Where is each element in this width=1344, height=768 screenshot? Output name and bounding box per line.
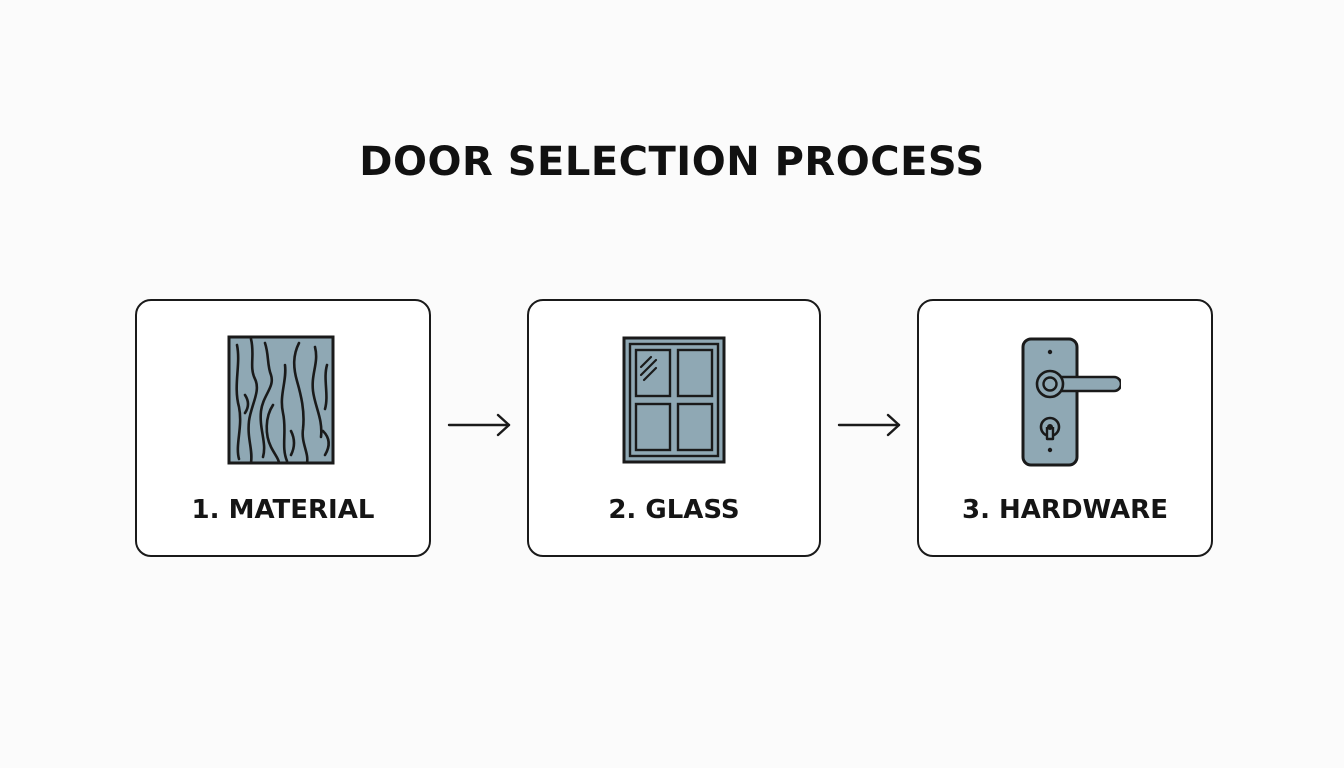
window-glass-icon (618, 335, 730, 467)
step-label-hardware: 3. HARDWARE (962, 495, 1168, 525)
wood-grain-icon (227, 335, 339, 467)
step-label-material: 1. MATERIAL (191, 495, 375, 525)
arrow-right-icon (836, 410, 902, 440)
step-card-hardware: 3. HARDWARE (917, 299, 1213, 557)
step-card-material: 1. MATERIAL (135, 299, 431, 557)
diagram-title: DOOR SELECTION PROCESS (359, 139, 985, 185)
door-handle-icon (1009, 335, 1121, 467)
step-card-glass: 2. GLASS (527, 299, 821, 557)
step-label-glass: 2. GLASS (608, 495, 740, 525)
arrow-right-icon (446, 410, 512, 440)
